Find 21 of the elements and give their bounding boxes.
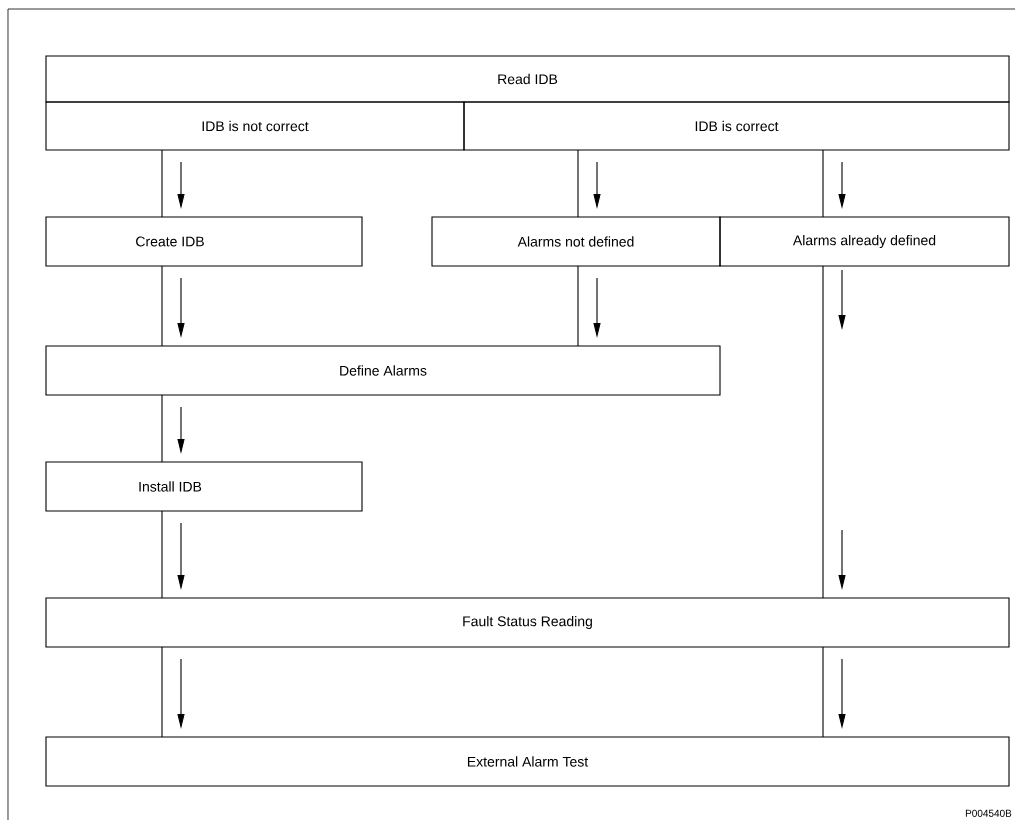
process-box: Define Alarms [45,345,721,396]
connector-line [161,646,163,738]
process-box: Create IDB [45,216,363,267]
process-box: IDB is not correct [45,101,465,151]
process-box: Read IDB [45,55,1010,103]
connector-line [822,646,824,738]
figure-code: P004540B [965,809,1012,817]
connector-line [577,265,579,347]
process-box: Alarms not defined [431,216,721,267]
process-box: Install IDB [45,461,363,512]
connector-line [161,394,163,463]
connector-line [822,265,824,599]
connector-line [161,149,163,218]
connector-line [822,149,824,218]
connector-line [161,265,163,347]
connector-line [161,510,163,599]
process-box: Alarms already defined [719,216,1010,267]
process-box: IDB is correct [463,101,1010,151]
process-box: Fault Status Reading [45,597,1010,648]
connector-line [577,149,579,218]
process-box: External Alarm Test [45,736,1010,787]
